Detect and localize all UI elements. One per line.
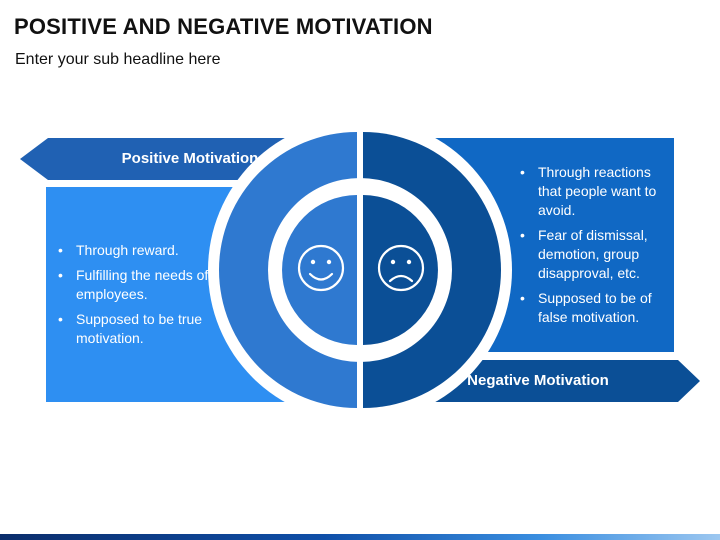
page-subtitle: Enter your sub headline here (15, 51, 221, 68)
positive-motivation-label: Positive Motivation (121, 150, 259, 167)
positive-bullet-item: Supposed to be true motivation. (51, 310, 211, 348)
positive-bullet-list: Through reward. Fulfilling the needs of … (51, 241, 211, 354)
negative-bullet-item: Through reactions that people want to av… (513, 163, 663, 220)
negative-bullet-item: Supposed to be of false motivation. (513, 289, 663, 327)
positive-bullet-item: Through reward. (51, 241, 211, 260)
page-title: POSITIVE AND NEGATIVE MOTIVATION (14, 14, 433, 39)
negative-motivation-label: Negative Motivation (467, 372, 609, 389)
negative-bullet-list: Through reactions that people want to av… (513, 163, 663, 333)
positive-inner-circle (282, 195, 357, 345)
sad-face-icon (377, 244, 425, 292)
negative-bullet-item: Fear of dismissal, demotion, group disap… (513, 226, 663, 283)
positive-bullet-item: Fulfilling the needs of employees. (51, 266, 211, 304)
negative-inner-circle (363, 195, 438, 345)
bottom-accent-bar (0, 534, 720, 540)
smiley-face-icon (297, 244, 345, 292)
